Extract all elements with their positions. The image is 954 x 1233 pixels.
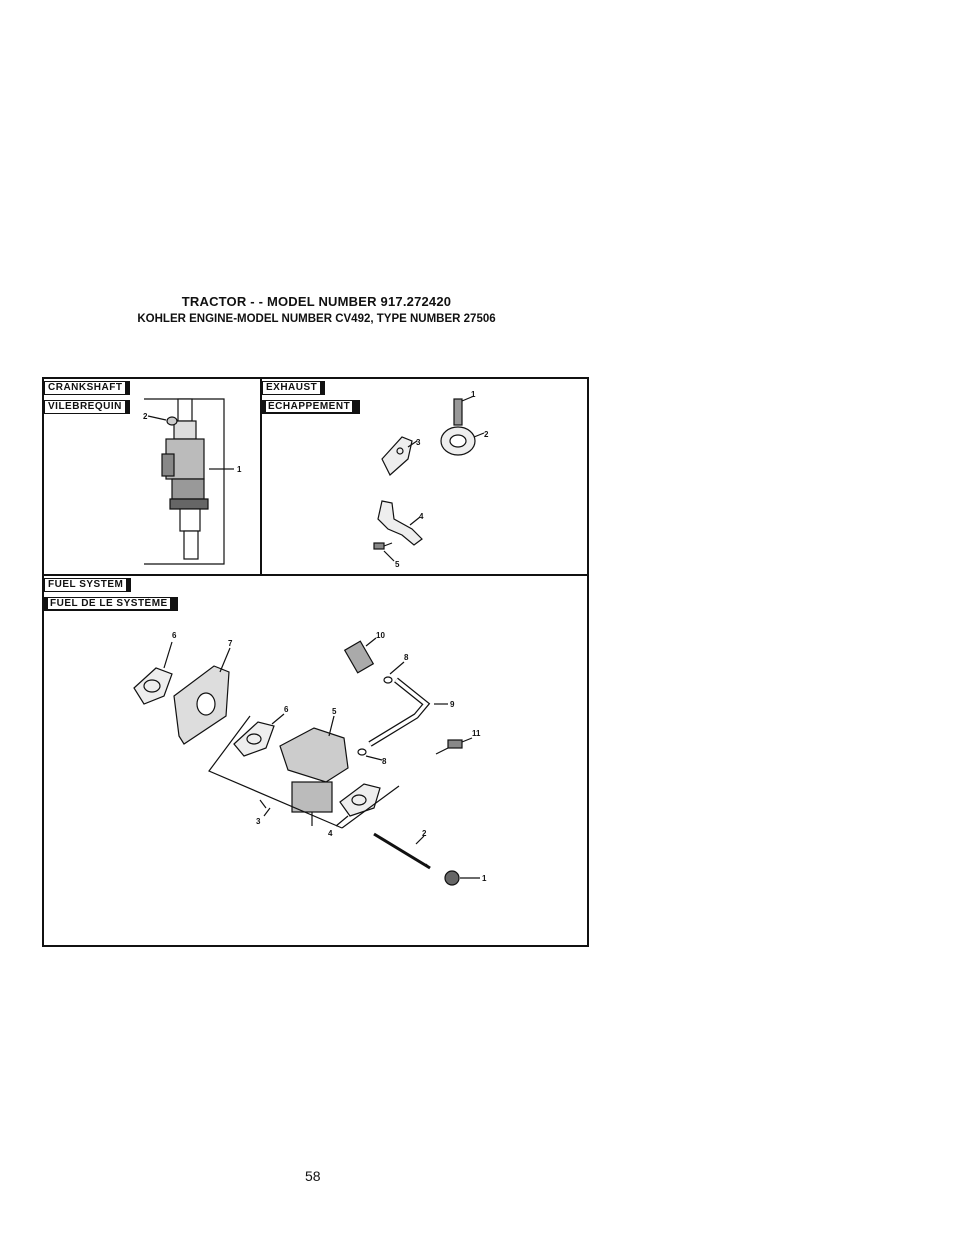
fuel-system-label: FUEL SYSTEM <box>44 578 132 592</box>
exhaust-label-fr-text: ÉCHAPPEMENT <box>266 401 353 412</box>
fuel-callout-6a: 6 <box>172 631 177 640</box>
fuel-system-label-fr-text: FUEL DE LE SYSTÈME <box>48 598 170 609</box>
fuel-callout-8a: 8 <box>404 653 409 662</box>
fuel-callout-8b: 8 <box>382 757 387 766</box>
fuel-system-panel: FUEL SYSTEM FUEL DE LE SYSTÈME <box>44 576 587 945</box>
fuel-system-label-fr: FUEL DE LE SYSTÈME <box>44 597 178 611</box>
fuel-callout-4: 4 <box>328 829 333 838</box>
fuel-callout-1: 1 <box>482 874 487 883</box>
exhaust-callout-3: 3 <box>416 438 421 447</box>
crankshaft-drawing: 2 1 <box>143 398 242 565</box>
page-subtitle: KOHLER ENGINE-MODEL NUMBER CV492, TYPE N… <box>137 313 496 325</box>
fuel-callout-9: 9 <box>450 700 455 709</box>
fuel-callout-7: 7 <box>228 639 233 648</box>
crankshaft-callout-2: 2 <box>143 412 148 421</box>
fuel-callout-2: 2 <box>422 829 427 838</box>
fuel-callout-3: 3 <box>256 817 261 826</box>
fuel-callout-10: 10 <box>376 631 385 640</box>
fuel-callout-6b: 6 <box>284 705 289 714</box>
exhaust-callout-5: 5 <box>395 560 400 569</box>
page-title: TRACTOR - - MODEL NUMBER 917.272420 <box>181 294 452 309</box>
crankshaft-label: CRANKSHAFT <box>44 381 131 395</box>
crankshaft-panel: CRANKSHAFT VILEBREQUIN <box>44 379 262 576</box>
exhaust-drawing: 1 2 3 4 5 <box>373 390 489 569</box>
crankshaft-callout-1: 1 <box>237 465 242 474</box>
page-number: 58 <box>305 1168 321 1184</box>
fuel-callout-5: 5 <box>332 707 337 716</box>
exhaust-panel: EXHAUST ÉCHAPPEMENT <box>262 379 587 576</box>
exhaust-label: EXHAUST <box>262 381 326 395</box>
exhaust-callout-2: 2 <box>484 430 489 439</box>
parts-diagram-frame: CRANKSHAFT VILEBREQUIN <box>42 377 589 947</box>
crankshaft-label-fr: VILEBREQUIN <box>44 400 130 414</box>
fuel-callout-11: 11 <box>472 729 481 738</box>
exhaust-label-fr: ÉCHAPPEMENT <box>262 400 361 414</box>
fuel-system-drawing: 6 7 10 8 6 5 9 11 8 3 4 2 1 <box>133 631 487 886</box>
exhaust-callout-4: 4 <box>419 512 424 521</box>
exhaust-callout-1: 1 <box>471 390 476 399</box>
